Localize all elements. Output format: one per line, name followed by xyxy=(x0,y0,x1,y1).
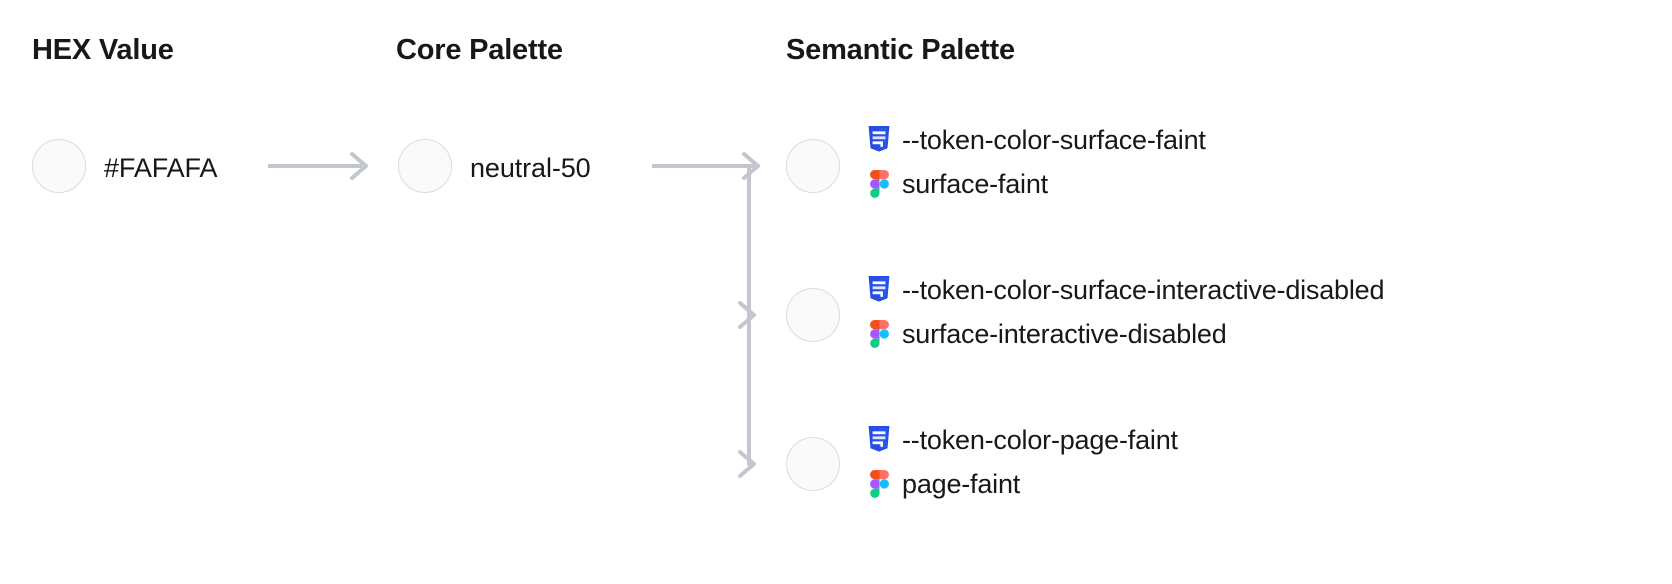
css3-icon xyxy=(866,425,892,455)
css3-icon xyxy=(866,125,892,155)
hex-value-label: #FAFAFA xyxy=(104,153,218,183)
semantic-row-page-faint: --token-color-page-faint page-faint xyxy=(866,418,1178,506)
semantic-figma-line: page-faint xyxy=(866,462,1178,506)
column-header-semantic-palette: Semantic Palette xyxy=(786,34,1015,66)
column-header-core-palette: Core Palette xyxy=(396,34,563,66)
semantic-css-variable-label: --token-color-page-faint xyxy=(902,424,1178,455)
figma-icon xyxy=(866,319,892,349)
semantic-css-line: --token-color-surface-interactive-disabl… xyxy=(866,268,1384,312)
arrow-core-to-page-faint xyxy=(738,450,756,478)
semantic-figma-name-label: page-faint xyxy=(902,468,1021,499)
semantic-figma-name-label: surface-interactive-disabled xyxy=(902,318,1227,349)
arrow-core-to-surface-interactive-disabled xyxy=(738,301,756,329)
figma-icon xyxy=(866,169,892,199)
semantic-figma-line: surface-faint xyxy=(866,162,1206,206)
semantic-css-variable-label: --token-color-surface-faint xyxy=(902,124,1206,155)
semantic-row-surface-interactive-disabled: --token-color-surface-interactive-disabl… xyxy=(866,268,1384,356)
arrow-core-to-surface-faint xyxy=(742,152,760,180)
semantic-figma-name-label: surface-faint xyxy=(902,168,1048,199)
semantic-css-variable-label: --token-color-surface-interactive-disabl… xyxy=(902,274,1385,305)
semantic-figma-line: surface-interactive-disabled xyxy=(866,312,1384,356)
core-value-label: neutral-50 xyxy=(470,153,591,183)
figma-icon xyxy=(866,469,892,499)
semantic-css-line: --token-color-page-faint xyxy=(866,418,1178,462)
css3-icon xyxy=(866,275,892,305)
semantic-css-line: --token-color-surface-faint xyxy=(866,118,1206,162)
core-swatch xyxy=(398,139,452,193)
semantic-swatch-surface-interactive-disabled xyxy=(786,288,840,342)
semantic-row-surface-faint: --token-color-surface-faint surface-fain… xyxy=(866,118,1206,206)
column-header-hex-value: HEX Value xyxy=(32,34,174,66)
semantic-swatch-page-faint xyxy=(786,437,840,491)
hex-swatch xyxy=(32,139,86,193)
arrow-hex-to-core xyxy=(268,152,368,180)
semantic-swatch-surface-faint xyxy=(786,139,840,193)
